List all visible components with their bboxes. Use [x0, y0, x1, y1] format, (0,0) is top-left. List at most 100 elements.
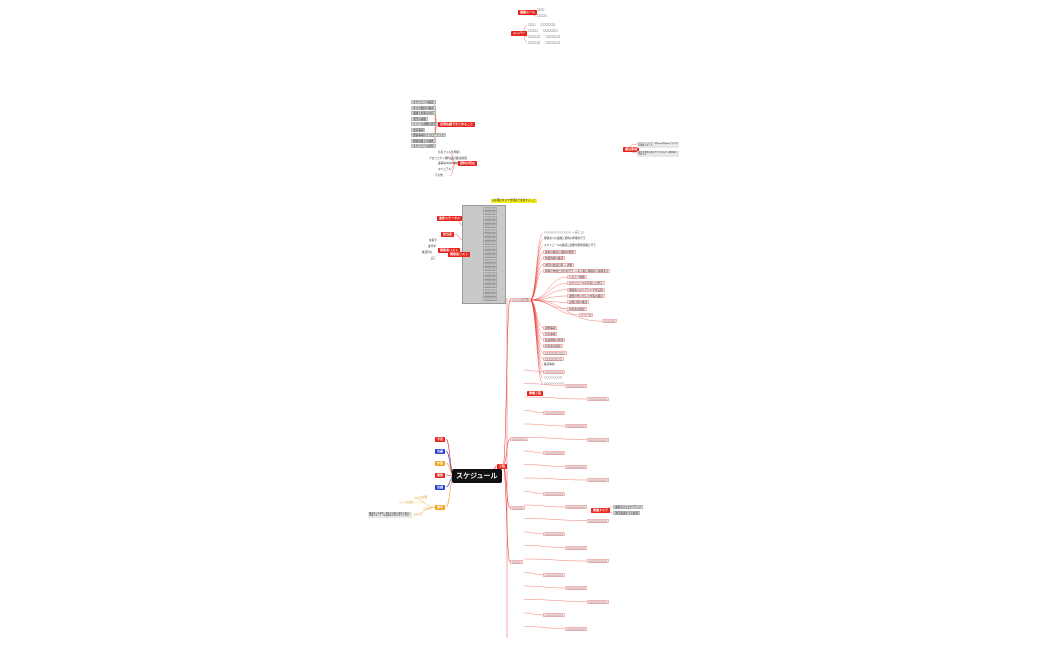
lower-row[interactable]: ○○○○○○○○	[543, 572, 566, 577]
detail-row[interactable]: 作業内容の確認	[543, 256, 566, 261]
lower-row[interactable]: ○○○○○○○○	[565, 464, 588, 469]
main-section[interactable]: ○○○○○	[510, 506, 526, 510]
lower-row[interactable]: ○○○○○○○○	[543, 532, 566, 536]
grid-row[interactable]: □□□□□	[483, 275, 498, 280]
mid-left-label[interactable]: 資料の所在	[458, 161, 478, 166]
related-task-1[interactable]: 進捗のフォローアップ	[613, 505, 643, 509]
lower-row[interactable]: ○○○○○○○○	[565, 626, 588, 631]
grid-row[interactable]: □□□□□	[483, 271, 498, 276]
main-section[interactable]: ○○○○の工程	[510, 298, 531, 302]
detail-row[interactable]: □□□□□□□□	[543, 350, 567, 355]
top-branch-a[interactable]: 連絡ルール	[518, 10, 538, 15]
main-branch[interactable]: 工程	[497, 464, 508, 469]
left-branch-1[interactable]: 予定	[435, 437, 446, 442]
left-branch-6[interactable]: 備考	[435, 505, 446, 510]
lower-row[interactable]: ○○○○○○○○	[587, 478, 610, 482]
detail-row[interactable]: レビュー依頼	[567, 275, 587, 280]
upper-left-item[interactable]: リソース調整の状況	[411, 122, 439, 126]
root-node[interactable]: スケジュール	[452, 469, 502, 483]
grid-left-label-2[interactable]: 担当者	[441, 232, 455, 237]
grid-row[interactable]: □□□□□	[483, 211, 498, 216]
lower-row[interactable]: ○○○○○○○○	[587, 599, 610, 604]
detail-row[interactable]: 課題の洗い出しと対策の検討	[567, 294, 605, 298]
lower-row[interactable]: ○○○○○○○○	[543, 410, 566, 415]
left-branch-5[interactable]: 会議	[435, 485, 446, 490]
upper-left-item[interactable]: 決定事項	[411, 127, 426, 132]
grid-row[interactable]: □□□□□	[483, 237, 498, 242]
grid-row[interactable]: □□□□□	[483, 250, 498, 254]
main-section[interactable]: ○○○○○○	[510, 437, 528, 441]
left-branch-2[interactable]: 会議	[435, 449, 446, 454]
detail-row[interactable]: 確認事項	[544, 363, 555, 367]
grid-left-label-3[interactable]: 関係者リスト	[438, 248, 461, 253]
detail-row[interactable]: 調整事項	[543, 325, 558, 330]
grid-row[interactable]: □□□□□	[483, 267, 498, 272]
lower-row[interactable]: ○○○○○○○○	[565, 424, 588, 428]
left-branch-3[interactable]: 作業	[435, 461, 446, 466]
detail-row[interactable]: 担当者の確認	[543, 344, 563, 349]
grid-row[interactable]: □□□□□	[483, 262, 498, 267]
detail-row[interactable]: 実施計画の確認	[567, 300, 590, 305]
grid-row[interactable]: □□□□□	[483, 224, 498, 229]
lower-row[interactable]: ○○○○○○○○	[587, 559, 610, 563]
grid-row[interactable]: □□□□□	[483, 254, 498, 259]
upper-left-item[interactable]: 次回の議題	[411, 116, 428, 121]
detail-row[interactable]: ○○○○○	[602, 319, 618, 324]
grid-row[interactable]: □□□□□	[483, 245, 498, 250]
related-task-label[interactable]: 関連タスク	[591, 508, 611, 513]
grid-row[interactable]: □□□□□	[483, 280, 498, 285]
upper-left-item[interactable]: 懸案事項のフォローアップ	[411, 133, 447, 137]
upper-left-item[interactable]: タスク進捗の確認	[411, 105, 436, 110]
upper-left-item[interactable]: 課題と対策の共有	[411, 111, 436, 115]
lower-row[interactable]: ○○○○○○○○	[565, 586, 588, 590]
detail-row[interactable]: 共有事項	[543, 331, 558, 336]
right-note-label[interactable]: 補足事項	[623, 147, 640, 152]
grid-row[interactable]: □□□□□	[483, 232, 498, 237]
upper-left-label[interactable]: 定例会議でまとめること	[438, 122, 476, 127]
detail-row[interactable]: ○○○○○○○○○○○○ → 完了 □	[544, 231, 584, 234]
grid-row[interactable]: □□□□□	[483, 241, 498, 246]
grid-row[interactable]: □□□□□	[483, 219, 498, 224]
grid-row[interactable]: □□□□□	[483, 207, 498, 211]
lower-row[interactable]: ○○○○○○○○	[543, 370, 566, 374]
detail-row[interactable]: 関係者へのヒアリングを実施	[567, 287, 605, 292]
lower-row[interactable]: ○○○○○○○○	[565, 545, 588, 550]
grid-row[interactable]: □□□□□	[483, 284, 498, 289]
upper-left-item[interactable]: スケジュール更新	[411, 144, 436, 148]
upper-left-item[interactable]: スケジュール確認	[411, 100, 436, 104]
lower-row[interactable]: ○○○○○○○○	[587, 397, 610, 401]
grid-row[interactable]: □□□□□	[483, 228, 498, 233]
grid-left-label-4[interactable]: 関係者リスト	[448, 252, 471, 257]
lower-row[interactable]: ○○○○○○○○	[565, 383, 588, 388]
lower-row[interactable]: ○○○○○○○○	[587, 518, 610, 523]
detail-row[interactable]: 関係者への連絡と資料の準備を行う	[544, 237, 586, 241]
detail-row[interactable]: ○○○○○○○○○	[544, 382, 565, 386]
detail-row[interactable]: 会議資料の作成	[543, 338, 566, 343]
grid-row[interactable]: □□□□□	[483, 293, 498, 297]
detail-row[interactable]: 次回の会議日程 → 調整	[543, 262, 575, 267]
related-task-2[interactable]: 次回会議までに確認	[613, 511, 641, 515]
detail-row[interactable]: スケジュールの確認と調整を関係部署と行う	[544, 243, 596, 247]
grid-left-label-1[interactable]: 進捗ステータス	[437, 216, 463, 221]
upper-left-item[interactable]: 関係部署との連携	[411, 138, 436, 143]
detail-row[interactable]: 資料の作成と共有を行う → 完了後に関係者へ連絡する	[543, 268, 611, 273]
detail-row[interactable]: リソース	[579, 312, 594, 317]
grid-row[interactable]: □□□□□	[483, 288, 498, 293]
phase-label[interactable]: 準備工程	[527, 391, 544, 396]
lower-row[interactable]: ○○○○○○○○	[543, 451, 566, 455]
top-branch-b[interactable]: メンバー	[511, 31, 528, 36]
left-branch-4[interactable]: 期限	[435, 473, 446, 478]
lower-row[interactable]: ○○○○○○○○	[543, 613, 566, 617]
lower-row[interactable]: ○○○○○○○○	[565, 505, 588, 509]
lower-row[interactable]: ○○○○○○○○	[587, 437, 610, 442]
detail-row[interactable]: □□□□□□□	[543, 357, 565, 361]
grid-row[interactable]: □□□□□	[483, 215, 498, 220]
detail-row[interactable]: スケジュールの見直しと修正	[567, 281, 605, 286]
detail-row[interactable]: 進捗の確認と課題の整理	[543, 249, 576, 254]
main-section[interactable]: ○○○○	[510, 560, 524, 564]
detail-row[interactable]: ○○○○○○○○	[544, 375, 563, 379]
grid-row[interactable]: □□□□□	[483, 297, 498, 302]
detail-row[interactable]: 担当者の確認	[567, 306, 587, 311]
lower-row[interactable]: ○○○○○○○○	[543, 491, 566, 496]
grid-row[interactable]: □□□□□	[483, 258, 498, 263]
